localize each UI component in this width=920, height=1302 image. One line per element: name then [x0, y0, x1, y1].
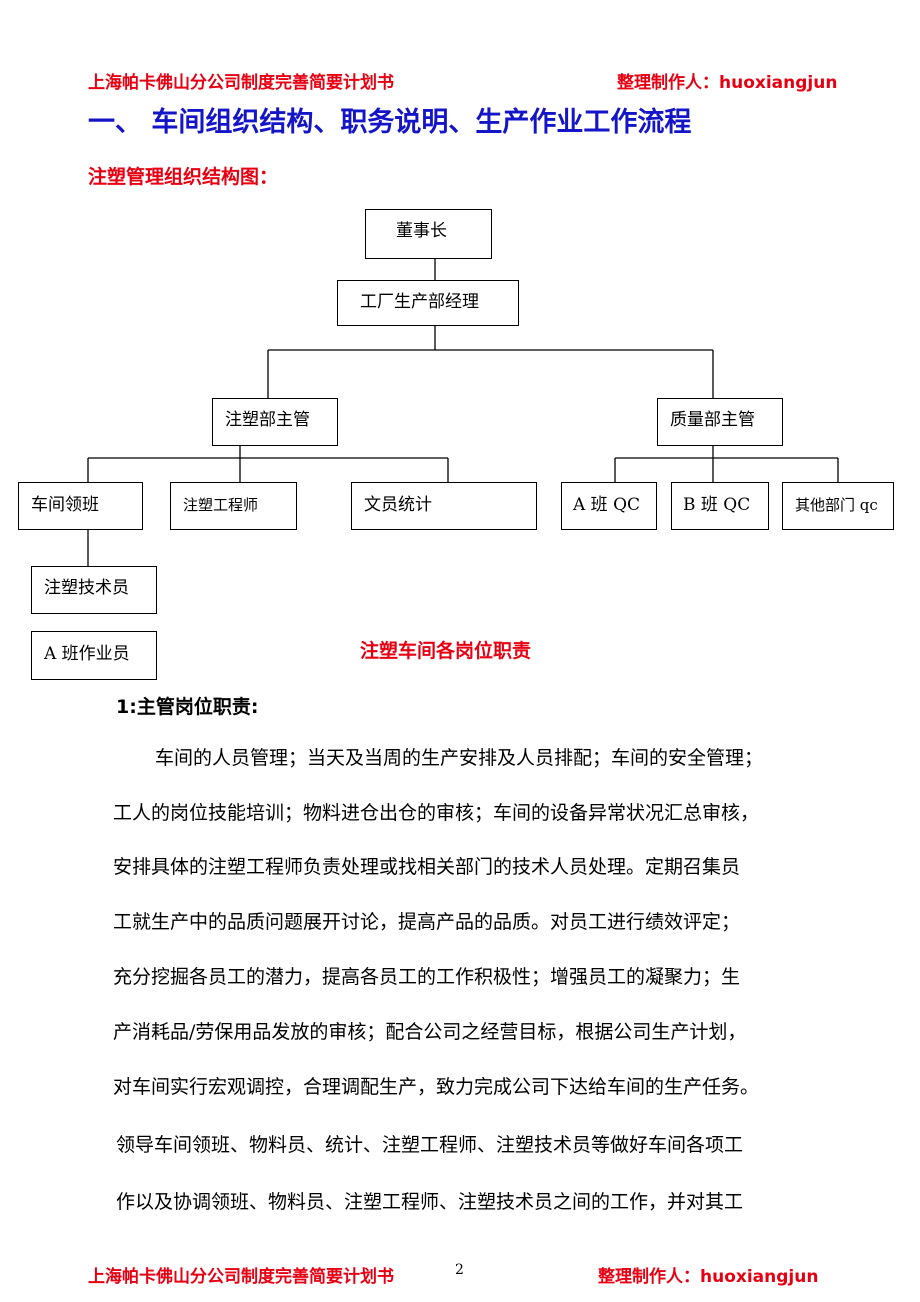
body-line: 工就生产中的品质问题展开讨论，提高产品的品质。对员工进行绩效评定； [113, 911, 741, 933]
org-label-other-dept-qc: 其他部门 qc [795, 496, 878, 514]
body-line: 对车间实行宏观调控，合理调配生产，致力完成公司下达给车间的生产任务。 [113, 1076, 760, 1098]
footer-author: 整理制作人：huoxiangjun [598, 1267, 819, 1287]
body-line: 车间的人员管理；当天及当周的生产安排及人员排配；车间的安全管理； [155, 747, 764, 769]
org-box-molding-engineer: 注塑工程师 [170, 482, 297, 530]
section-title: 一、 车间组织结构、职务说明、生产作业工作流程 [88, 107, 692, 138]
org-box-chairman: 董事长 [365, 209, 492, 259]
org-box-quality-supervisor: 质量部主管 [657, 398, 783, 446]
org-label-molding-technician: 注塑技术员 [44, 578, 129, 598]
subsection-title: 1:主管岗位职责: [116, 696, 259, 718]
org-label-molding-engineer: 注塑工程师 [183, 496, 259, 514]
org-label-factory-manager: 工厂生产部经理 [360, 292, 479, 312]
body-line: 作以及协调领班、物料员、注塑工程师、注塑技术员之间的工作，并对其工 [116, 1191, 744, 1213]
org-label-chairman: 董事长 [396, 221, 447, 241]
org-box-factory-manager: 工厂生产部经理 [337, 280, 519, 326]
org-chart-connectors [87, 258, 839, 566]
org-box-clerk-statistics: 文员统计 [351, 482, 537, 530]
header-author: 整理制作人：huoxiangjun [617, 73, 838, 93]
org-label-clerk-statistics: 文员统计 [364, 495, 432, 515]
org-label-a-shift-qc: A 班 QC [573, 495, 641, 515]
body-line: 产消耗品/劳保用品发放的审核；配合公司之经营目标，根据公司生产计划， [113, 1021, 747, 1043]
org-label-quality-supervisor: 质量部主管 [670, 410, 755, 430]
org-box-molding-technician: 注塑技术员 [31, 566, 157, 614]
org-label-b-shift-qc: B 班 QC [683, 495, 751, 515]
page-number: 2 [455, 1262, 464, 1278]
org-box-a-shift-qc: A 班 QC [561, 482, 657, 530]
header-doc-title: 上海帕卡佛山分公司制度完善简要计划书 [88, 73, 394, 93]
body-line: 工人的岗位技能培训；物料进仓出仓的审核；车间的设备异常状况汇总审核， [113, 802, 760, 824]
org-box-other-dept-qc: 其他部门 qc [782, 482, 894, 530]
org-label-a-shift-worker: A 班作业员 [44, 644, 130, 664]
org-box-workshop-leader: 车间领班 [18, 482, 143, 530]
footer-doc-title: 上海帕卡佛山分公司制度完善简要计划书 [88, 1267, 394, 1287]
org-box-molding-supervisor: 注塑部主管 [212, 398, 338, 446]
org-box-a-shift-worker: A 班作业员 [31, 631, 157, 680]
body-line: 安排具体的注塑工程师负责处理或找相关部门的技术人员处理。定期召集员 [113, 856, 741, 878]
duties-title: 注塑车间各岗位职责 [360, 640, 532, 662]
org-box-b-shift-qc: B 班 QC [671, 482, 769, 530]
body-line: 领导车间领班、物料员、统计、注塑工程师、注塑技术员等做好车间各项工 [116, 1134, 744, 1156]
org-label-workshop-leader: 车间领班 [31, 495, 99, 515]
body-line: 充分挖掘各员工的潜力，提高各员工的工作积极性；增强员工的凝聚力；生 [113, 966, 741, 988]
org-chart-title: 注塑管理组织结构图： [88, 166, 279, 188]
org-label-molding-supervisor: 注塑部主管 [225, 410, 310, 430]
